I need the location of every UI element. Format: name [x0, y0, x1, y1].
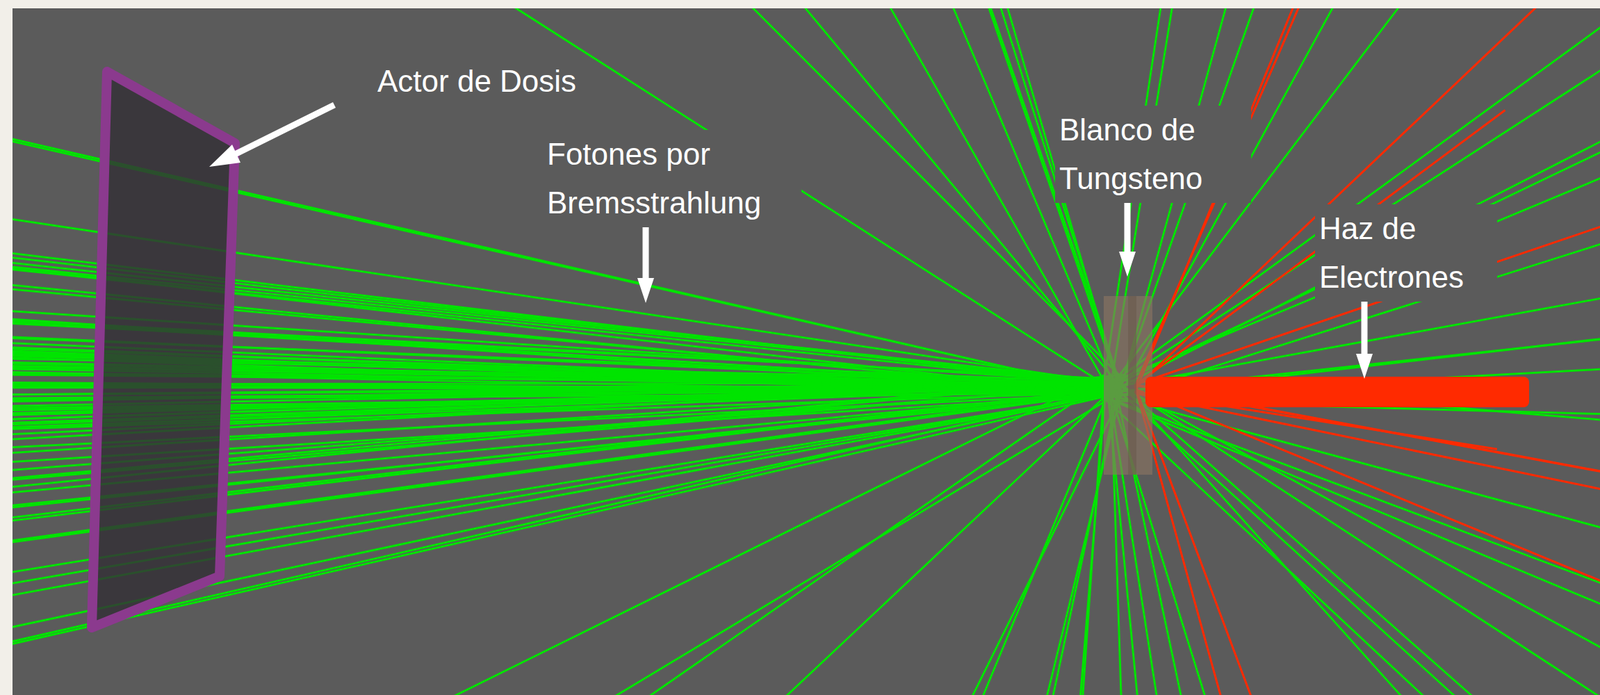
arrow-head	[1356, 353, 1373, 379]
pointer-arrow	[233, 104, 335, 155]
pointer-arrow	[1124, 198, 1131, 253]
annotation-label: Fotones por Bremsstrahlung	[542, 129, 802, 228]
photon-track	[1107, 376, 1600, 695]
electron-track	[1135, 389, 1600, 695]
photon-track	[1108, 398, 1600, 695]
annotation-label: Haz de Electrones	[1315, 204, 1498, 302]
annotation-label: Blanco de Tungsteno	[1055, 105, 1252, 203]
particle-tracks	[12, 8, 1600, 695]
photon-track	[1116, 8, 1600, 401]
photon-track	[951, 377, 1106, 695]
photon-track	[243, 8, 1115, 388]
photon-track	[923, 375, 1107, 695]
scene-background: Actor de DosisFotones por Bremsstrahlung…	[12, 8, 1600, 695]
dose-actor-plate	[91, 71, 235, 628]
photon-track	[261, 385, 1113, 695]
electron-track	[1135, 385, 1472, 695]
photon-track	[656, 376, 1122, 695]
pointer-arrow	[1361, 300, 1368, 356]
electron-beam	[1145, 376, 1530, 408]
arrow-head	[637, 278, 655, 304]
electron-track	[1135, 393, 1600, 497]
arrow-head	[209, 144, 241, 167]
tungsten-target	[1103, 296, 1153, 475]
pointer-arrows	[209, 104, 1373, 379]
photon-track	[1113, 379, 1577, 695]
photon-track	[492, 8, 1118, 385]
arrow-head	[1119, 251, 1136, 277]
pointer-arrow	[642, 224, 650, 280]
annotation-label: Actor de Dosis	[373, 56, 581, 106]
tungsten-target-core	[1128, 296, 1137, 475]
simulation-view	[12, 8, 1600, 695]
photon-track	[1105, 400, 1600, 461]
photon-track	[1107, 401, 1600, 695]
